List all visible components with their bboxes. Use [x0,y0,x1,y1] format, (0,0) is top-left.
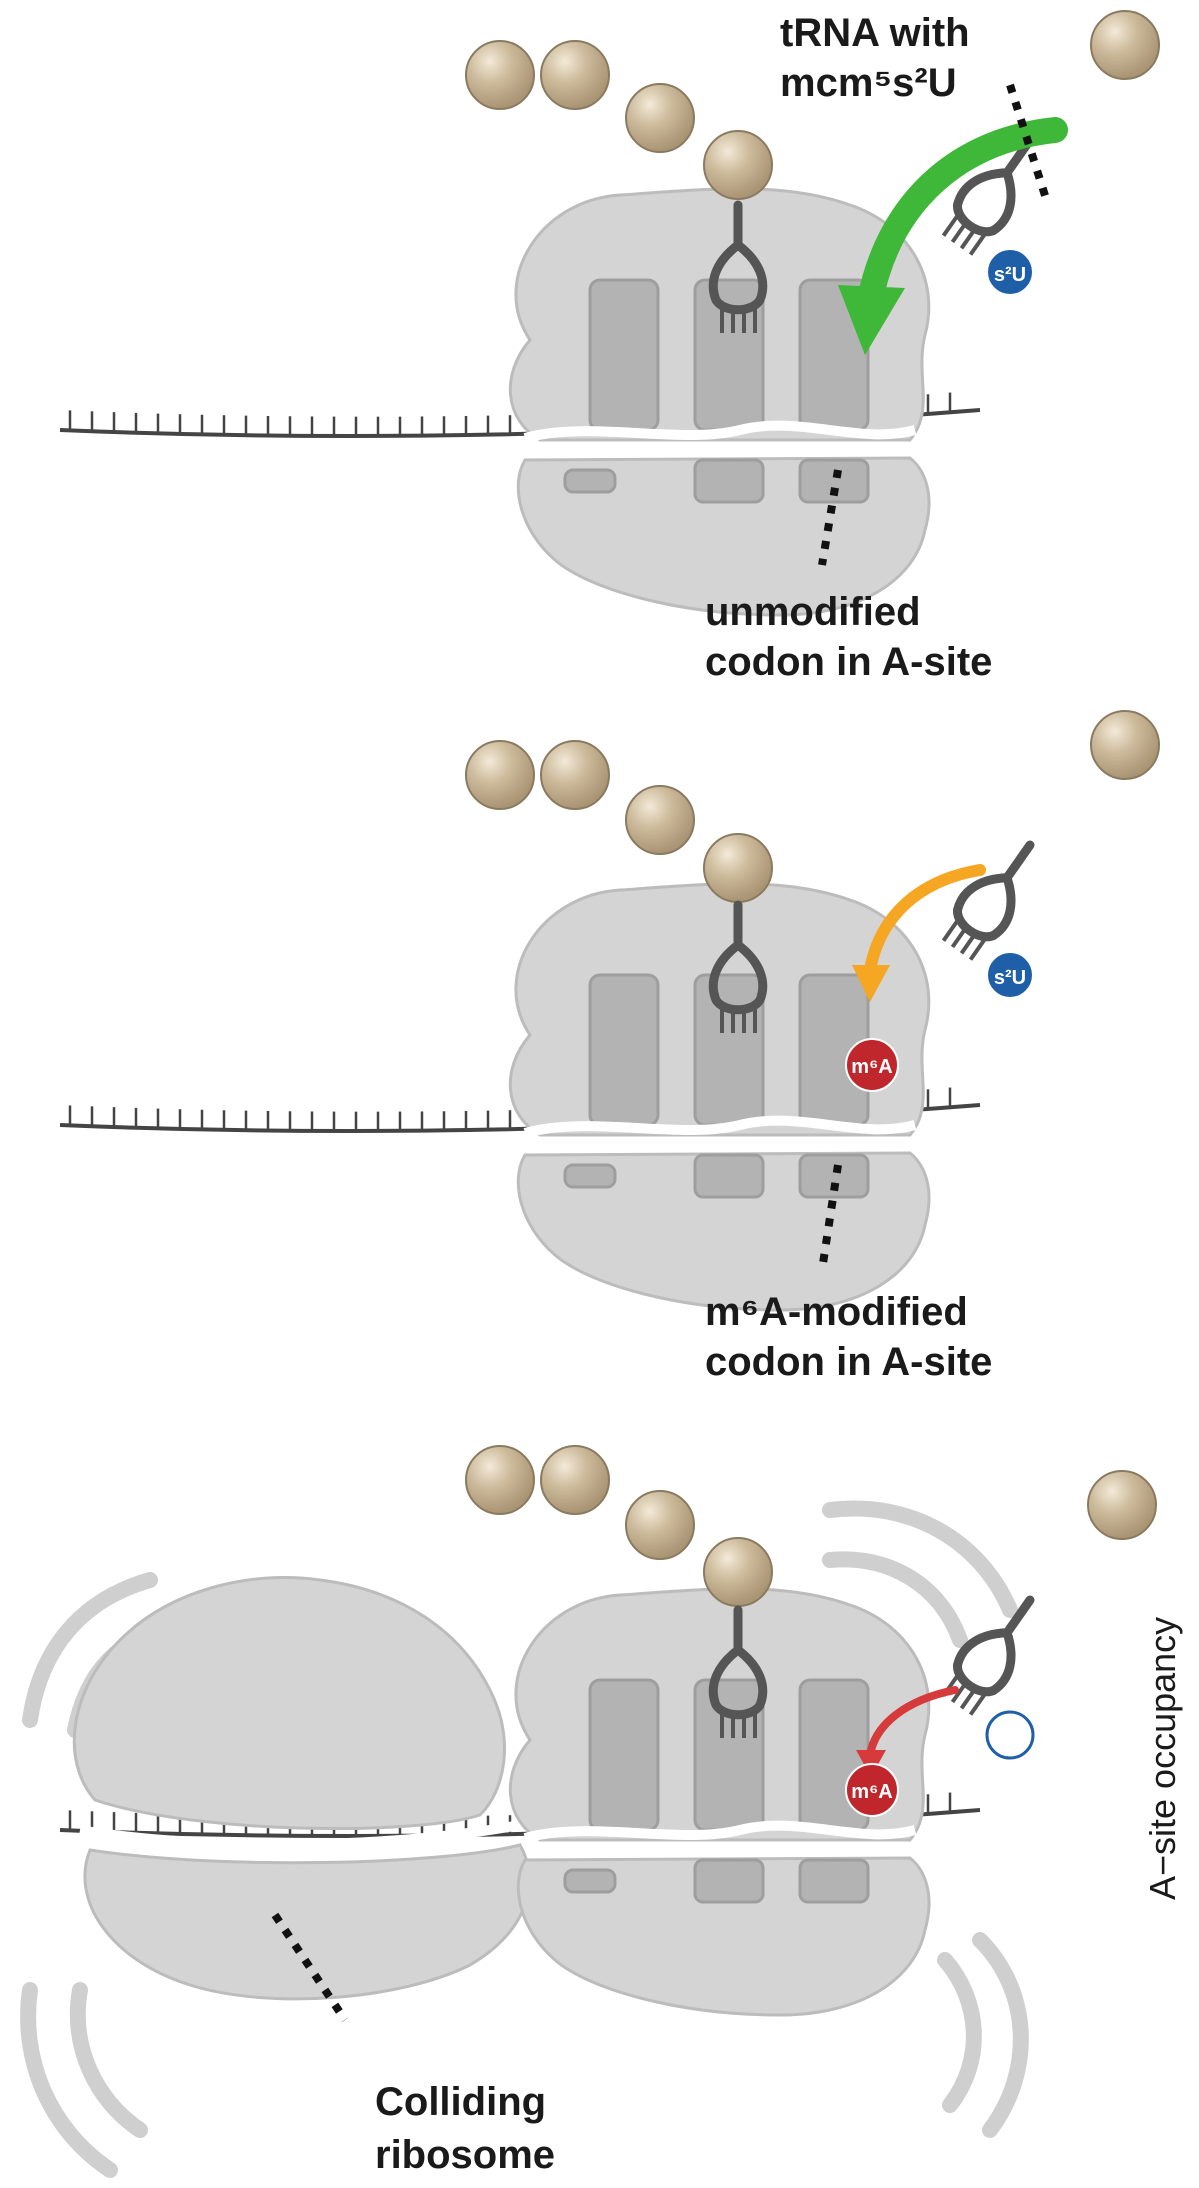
m6a-badge-label: m⁶A [851,1781,892,1803]
s2u-badge-label: s²U [994,264,1026,286]
peptide-chain [465,1445,773,1607]
peptide-chain [465,40,773,200]
collision-label-line1: Colliding [375,2080,546,2124]
ribosome [508,882,931,1312]
delivery-arrow [857,117,1068,313]
panel-collision: m⁶A Colliding ribosome A−site occupancy [20,1445,1183,2178]
m6a-badge [845,1038,899,1092]
codon-label-line1: m⁶A-modified [705,1290,968,1334]
empty-modification-badge [985,1710,1035,1760]
incoming-trna [936,1470,1157,1760]
delivery-arrowhead [852,965,890,1002]
incoming-trna: s²U [936,710,1160,999]
panel-m6a: s²U m⁶A m⁶A-modified codon in A-site [59,710,1160,1384]
delivery-arrowhead [838,285,905,355]
peptide-chain [465,740,773,903]
colliding-ribosome [72,1576,531,2001]
codon-label-line2: codon in A-site [705,640,992,684]
codon-label-line1: unmodified [705,590,921,634]
pointer-line [271,1912,349,2023]
side-label: A−site occupancy [1142,1617,1183,1900]
ribosome [508,187,931,617]
collision-label-line2: ribosome [375,2133,555,2177]
trna-label-line2: mcm⁵s²U [780,61,957,105]
m6a-badge [845,1763,899,1817]
pointer-line [1006,83,1052,207]
m6a-badge-label: m⁶A [851,1056,892,1078]
delivery-arrow [866,1686,959,1759]
incoming-trna: s²U [936,10,1160,296]
s2u-badge-label: s²U [994,967,1026,989]
delivery-arrow [864,864,986,976]
s2u-badge [986,951,1034,999]
panel-unmodified: s²U tRNA with mcm⁵s²U unmodified codon i… [59,10,1160,684]
codon-label-line2: codon in A-site [705,1340,992,1384]
s2u-badge [986,248,1034,296]
ribosome [508,1587,931,2017]
trna-label-line1: tRNA with [780,11,970,55]
